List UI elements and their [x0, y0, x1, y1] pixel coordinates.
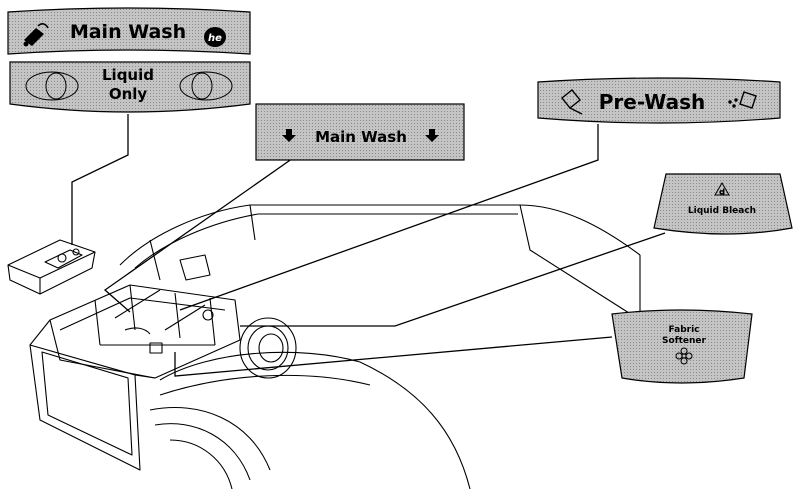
leader-lines: [71, 114, 666, 377]
washer-illustration: [29, 204, 641, 489]
leader-fabric-softener: [174, 336, 613, 377]
pre-wash-label: Pre-Wash: [537, 77, 781, 124]
powder-scoop-icon: [561, 89, 583, 115]
leader-liquid-only: [71, 114, 129, 245]
leader-pre-wash: [179, 124, 599, 311]
fabric-softener-line2: Softener: [662, 336, 706, 346]
liquid-only-cup: [7, 239, 96, 295]
detergent-pour-icon: [23, 23, 49, 47]
main-wash-arrows-text: Main Wash: [315, 128, 407, 146]
svg-text:cl: cl: [720, 189, 725, 196]
leader-liquid-bleach: [240, 232, 666, 327]
down-arrow-icon: [425, 129, 439, 142]
fabric-softener-line1: Fabric: [669, 325, 700, 335]
main-wash-label: Main Wash he: [7, 7, 251, 55]
liquid-bleach-text: Liquid Bleach: [688, 206, 756, 216]
liquid-only-label: Liquid Only: [9, 61, 251, 113]
svg-text:he: he: [208, 33, 222, 44]
liquid-bleach-label: cl Liquid Bleach: [653, 173, 793, 235]
left-cup-well: [25, 71, 79, 101]
leader-main-wash: [103, 155, 297, 313]
liquid-only-line1: Liquid: [102, 66, 154, 84]
liquid-only-line2: Only: [109, 85, 148, 103]
powder-scoop-icon: [728, 91, 757, 109]
bleach-triangle-icon: cl: [714, 182, 730, 197]
down-arrow-icon: [282, 129, 296, 142]
softener-flower-icon: [675, 347, 693, 365]
main-wash-arrows-label: Main Wash: [255, 103, 465, 161]
pre-wash-text: Pre-Wash: [599, 90, 705, 114]
main-wash-top-text: Main Wash: [70, 21, 186, 43]
he-logo-icon: he: [204, 27, 226, 47]
right-cup-well: [179, 71, 233, 101]
fabric-softener-label: Fabric Softener: [611, 309, 753, 384]
